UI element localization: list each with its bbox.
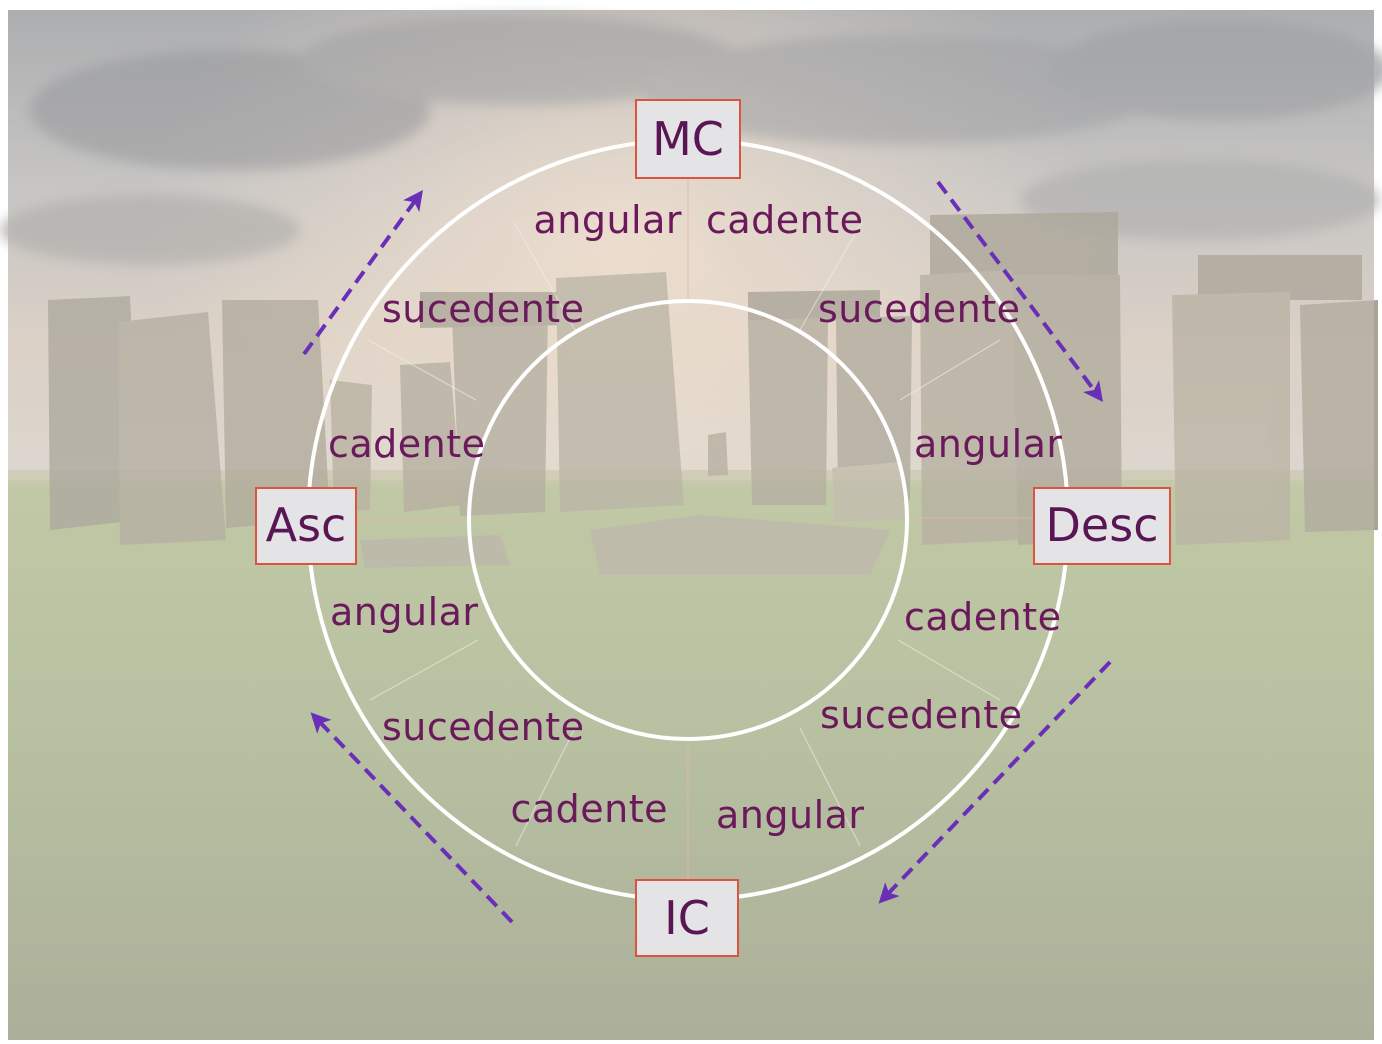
angle-asc: Asc — [255, 487, 357, 565]
house-divider-lines — [367, 221, 1001, 847]
angle-box-mc — [635, 99, 741, 179]
label-lower-left-sucedente: sucedente — [382, 705, 585, 749]
cusp-lines — [356, 178, 1034, 880]
arrow-ic-to-asc — [310, 712, 514, 924]
label-lower-right-sucedente: sucedente — [820, 693, 1023, 737]
inner-circle — [467, 299, 909, 741]
angle-mc: MC — [635, 99, 741, 179]
angle-label-mc: MC — [652, 112, 724, 166]
direction-arrows — [302, 180, 1112, 924]
label-top-left-angular: angular — [533, 198, 682, 242]
clouds — [0, 15, 1382, 265]
label-right-lower-cadente: cadente — [904, 595, 1062, 639]
arrow-asc-to-mc — [302, 189, 423, 356]
standing-stones — [48, 212, 1378, 575]
angle-box-desc — [1033, 487, 1171, 565]
label-upper-right-sucedente: sucedente — [818, 287, 1021, 331]
angle-label-ic: IC — [664, 891, 710, 945]
label-bottom-left-cadente: cadente — [510, 787, 668, 831]
angle-box-asc — [255, 487, 357, 565]
label-upper-left-sucedente: sucedente — [382, 287, 585, 331]
angle-label-asc: Asc — [266, 498, 347, 552]
label-left-upper-cadente: cadente — [328, 422, 486, 466]
angle-label-desc: Desc — [1046, 498, 1159, 552]
angle-ic: IC — [635, 879, 739, 957]
label-top-right-cadente: cadente — [706, 198, 864, 242]
label-right-upper-angular: angular — [914, 422, 1063, 466]
label-bottom-right-angular: angular — [716, 793, 865, 837]
arrow-mc-to-desc — [936, 180, 1103, 402]
label-left-lower-angular: angular — [330, 590, 479, 634]
angle-desc: Desc — [1033, 487, 1171, 565]
house-labels: angular cadente sucedente sucedente cade… — [328, 198, 1063, 837]
angle-box-ic — [635, 879, 739, 957]
arrow-desc-to-ic — [878, 660, 1112, 904]
